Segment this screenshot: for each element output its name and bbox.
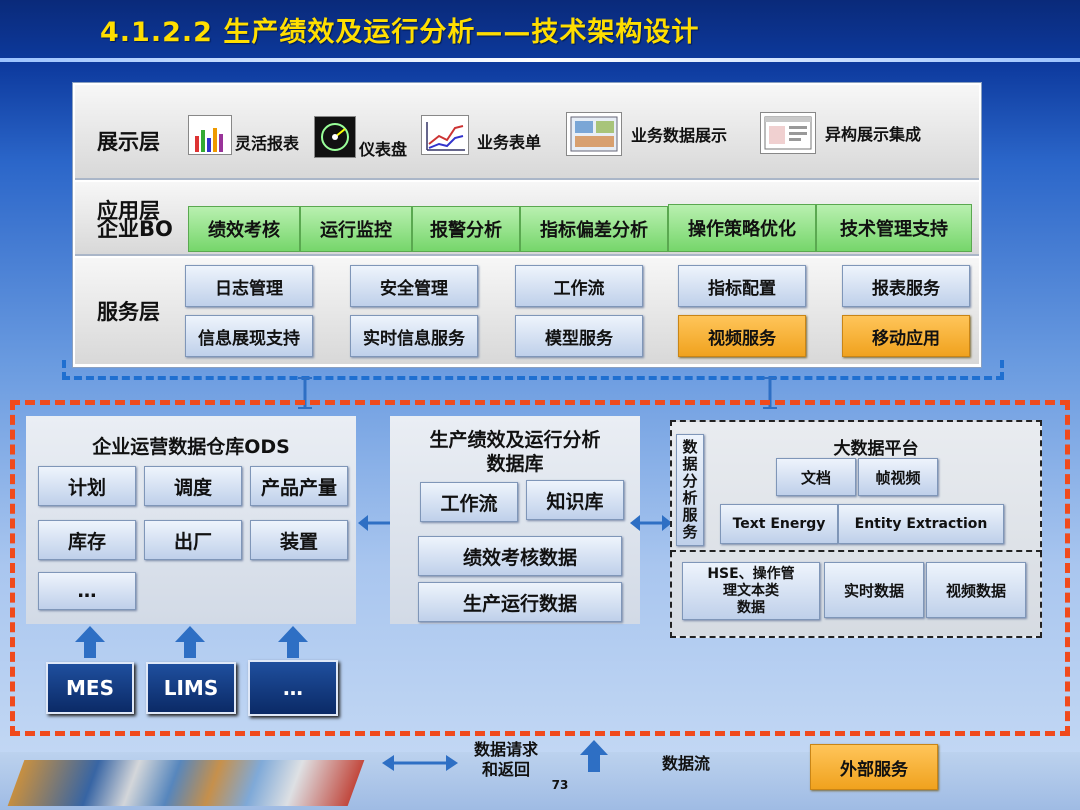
- mes-up-arrow: [75, 626, 105, 658]
- service-mobile-app[interactable]: 移动应用: [842, 315, 970, 357]
- app-alarm-analysis[interactable]: 报警分析: [412, 206, 520, 252]
- service-layer-label: 服务层: [97, 300, 160, 324]
- ods-title: 企业运营数据仓库ODS: [92, 436, 290, 458]
- service-video[interactable]: 视频服务: [678, 315, 806, 357]
- service-log-management[interactable]: 日志管理: [185, 265, 313, 307]
- bigdata-text-energy[interactable]: Text Energy: [720, 504, 838, 544]
- bigdata-document[interactable]: 文档: [776, 458, 856, 496]
- request-return-label: 数据请求 和返回: [473, 740, 538, 779]
- source-more[interactable]: …: [248, 660, 338, 716]
- service-model[interactable]: 模型服务: [515, 315, 643, 357]
- app-tech-management-support[interactable]: 技术管理支持: [816, 204, 972, 252]
- ods-plan[interactable]: 计划: [38, 466, 136, 506]
- bigdata-divider: [670, 550, 1042, 552]
- application-layer-label: 应用层 企业BO: [97, 199, 173, 241]
- ods-product-output[interactable]: 产品产量: [250, 466, 348, 506]
- blue-dashed-boundary: [62, 360, 1004, 380]
- display-item-label: 异构展示集成: [825, 125, 922, 144]
- app-indicator-deviation-analysis[interactable]: 指标偏差分析: [520, 206, 668, 252]
- app-operation-monitoring[interactable]: 运行监控: [300, 206, 412, 252]
- service-workflow[interactable]: 工作流: [515, 265, 643, 307]
- web-page-icon: [760, 112, 816, 154]
- perf-db-title: 生产绩效及运行分析 数据库: [429, 429, 601, 475]
- page-title: 4.1.2.2 生产绩效及运行分析——技术架构设计: [100, 17, 700, 48]
- display-item-label: 业务表单: [477, 133, 542, 152]
- perf-db-workflow[interactable]: 工作流: [420, 482, 518, 522]
- request-return-arrow: [382, 755, 458, 771]
- other-up-arrow: [278, 626, 308, 658]
- display-item-business-data[interactable]: 业务数据展示: [566, 112, 727, 156]
- ods-outbound[interactable]: 出厂: [144, 520, 242, 560]
- perf-db-performance-data[interactable]: 绩效考核数据: [418, 536, 622, 576]
- ods-dispatch[interactable]: 调度: [144, 466, 242, 506]
- bigdata-hse-text-data[interactable]: HSE、操作管 理文本类 数据: [682, 562, 820, 620]
- display-item-flexible-report[interactable]: 灵活报表: [188, 115, 299, 155]
- data-analysis-service[interactable]: 数 据 分 析 服 务: [676, 434, 704, 546]
- bigdata-frame-video[interactable]: 帧视频: [858, 458, 938, 496]
- perf-db-operation-data[interactable]: 生产运行数据: [418, 582, 622, 622]
- display-item-heterogeneous-integration[interactable]: 异构展示集成: [760, 112, 921, 154]
- display-item-business-form[interactable]: 业务表单: [421, 115, 541, 155]
- title-underline: [0, 58, 1080, 62]
- data-flow-up-arrow: [580, 740, 608, 772]
- external-service[interactable]: 外部服务: [810, 744, 938, 790]
- data-screen-icon: [566, 112, 622, 156]
- lims-up-arrow: [175, 626, 205, 658]
- bigdata-title: 大数据平台: [833, 439, 919, 459]
- display-item-label: 灵活报表: [235, 134, 300, 153]
- display-layer-label: 展示层: [97, 130, 160, 154]
- bar-chart-icon: [188, 115, 232, 155]
- bigdata-video-data[interactable]: 视频数据: [926, 562, 1026, 618]
- ods-unit[interactable]: 装置: [250, 520, 348, 560]
- line-chart-icon: [421, 115, 469, 155]
- perf-db-knowledge-base[interactable]: 知识库: [526, 480, 624, 520]
- service-indicator-config[interactable]: 指标配置: [678, 265, 806, 307]
- ods-inventory[interactable]: 库存: [38, 520, 136, 560]
- display-item-dashboard[interactable]: 仪表盘: [314, 114, 407, 160]
- perf-db-analysis-double-arrow: [630, 515, 672, 531]
- service-realtime-info[interactable]: 实时信息服务: [350, 315, 478, 357]
- service-info-display-support[interactable]: 信息展现支持: [185, 315, 313, 357]
- bigdata-entity-extraction[interactable]: Entity Extraction: [838, 504, 1004, 544]
- data-flow-label: 数据流: [661, 754, 710, 773]
- source-mes[interactable]: MES: [46, 662, 134, 714]
- display-item-label: 仪表盘: [359, 140, 408, 159]
- app-performance-assessment[interactable]: 绩效考核: [188, 206, 300, 252]
- red-dashed-boundary: [10, 400, 1070, 736]
- page-number: 73: [551, 778, 569, 792]
- dashboard-icon: [314, 116, 356, 158]
- bigdata-realtime-data[interactable]: 实时数据: [824, 562, 924, 618]
- app-operation-strategy-optimization[interactable]: 操作策略优化: [668, 204, 816, 252]
- display-item-label: 业务数据展示: [631, 126, 728, 145]
- footer-photo-strip: [7, 760, 365, 806]
- source-lims[interactable]: LIMS: [146, 662, 236, 714]
- service-security-management[interactable]: 安全管理: [350, 265, 478, 307]
- ods-more[interactable]: …: [38, 572, 136, 610]
- service-report[interactable]: 报表服务: [842, 265, 970, 307]
